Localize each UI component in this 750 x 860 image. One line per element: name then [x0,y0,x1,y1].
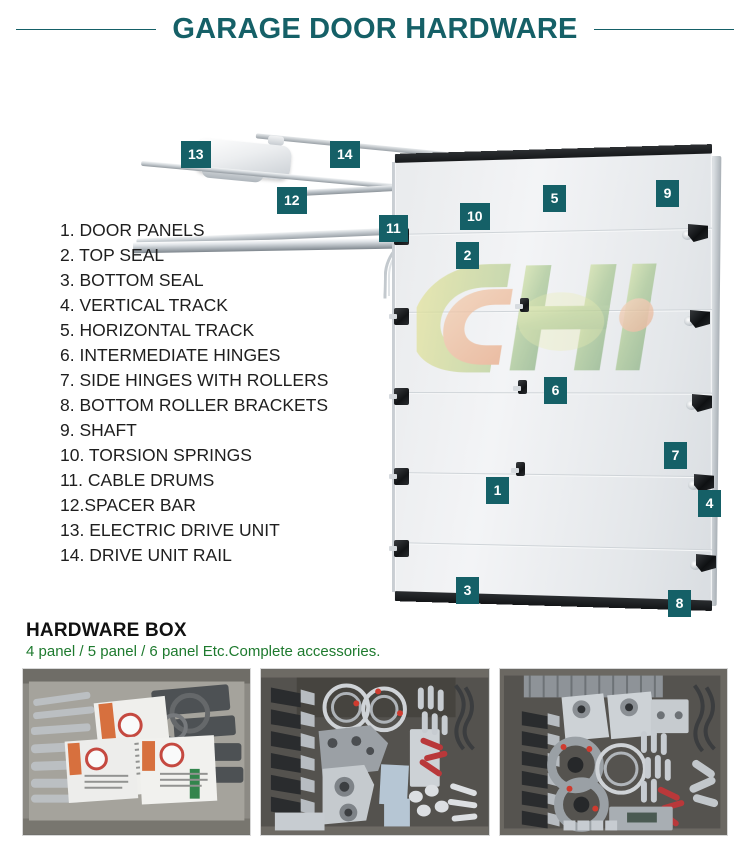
page-title: GARAGE DOOR HARDWARE [172,12,578,45]
chi-watermark [416,253,671,378]
callout-badge-top-seal[interactable]: 2 [456,242,479,269]
legend-item: 1. DOOR PANELS [60,220,205,240]
callout-badge-intermediate-hinges[interactable]: 6 [544,377,567,404]
side-hinge-with-roller-2 [684,310,710,330]
panel-seam-1 [394,227,712,235]
callout-badge-shaft[interactable]: 9 [656,180,679,207]
callout-badge-bottom-roller-brackets[interactable]: 8 [668,590,691,617]
drive-unit-connector [267,135,285,146]
callout-badge-torsion-springs[interactable]: 10 [460,203,490,230]
legend-item: 2. TOP SEAL [60,245,165,265]
hardware-photo-3[interactable] [498,668,728,836]
callout-badge-vertical-track[interactable]: 4 [698,490,721,517]
intermediate-hinge-1 [515,298,529,312]
bottom-roller-bracket-left [389,540,409,557]
bottom-roller-bracket-right [690,554,716,574]
legend-item: 5. HORIZONTAL TRACK [60,320,255,340]
callout-badge-side-hinges-with-rollers[interactable]: 7 [664,442,687,469]
panel-seam-4 [394,472,712,478]
bottom-seal [394,591,712,611]
panel-seam-2 [394,309,712,313]
hardware-photo-1[interactable] [22,668,252,836]
hardware-box-photo-gallery [22,668,728,836]
legend-item: 7. SIDE HINGES WITH ROLLERS [60,370,329,390]
top-seal [394,144,712,163]
side-hinge-with-roller-4 [688,474,714,494]
legend-item: 8. BOTTOM ROLLER BRACKETS [60,395,329,415]
parts-legend-list: 1. DOOR PANELS 2. TOP SEAL 3. BOTTOM SEAL 4… [60,218,390,568]
callout-badge-drive-unit-rail[interactable]: 14 [330,141,360,168]
callout-badge-bottom-seal[interactable]: 3 [456,577,479,604]
parts-legend: 1. DOOR PANELS 2. TOP SEAL 3. BOTTOM SEAL 4… [60,218,390,568]
legend-item: 3. BOTTOM SEAL [60,270,204,290]
side-hinge-left-4 [389,468,409,485]
side-hinge-left-2 [389,308,409,325]
legend-item: 13. ELECTRIC DRIVE UNIT [60,520,280,540]
legend-item: 12.SPACER BAR [60,495,196,515]
hardware-photo-2[interactable] [260,668,490,836]
legend-item: 4. VERTICAL TRACK [60,295,228,315]
side-hinge-with-roller-1 [682,224,708,244]
page-title-bar: GARAGE DOOR HARDWARE [0,8,750,50]
intermediate-hinge-2 [513,380,527,394]
legend-item: 11. CABLE DRUMS [60,470,215,490]
intermediate-hinge-3 [511,462,525,476]
legend-item: 14. DRIVE UNIT RAIL [60,545,232,565]
side-hinge-with-roller-3 [686,394,712,414]
callout-badge-door-panels[interactable]: 1 [486,477,509,504]
side-hinge-left-3 [389,388,409,405]
panel-seam-5 [394,542,712,551]
hardware-box-subtitle: 4 panel / 5 panel / 6 panel Etc.Complete… [26,643,381,660]
callout-badge-spacer-bar[interactable]: 12 [277,187,307,214]
callout-badge-electric-drive-unit[interactable]: 13 [181,141,211,168]
legend-item: 6. INTERMEDIATE HINGES [60,345,281,365]
callout-badge-horizontal-track[interactable]: 5 [543,185,566,212]
legend-item: 10. TORSION SPRINGS [60,445,252,465]
title-rule-left [16,28,157,30]
title-rule-right [593,28,734,30]
callout-badge-cable-drums[interactable]: 11 [379,215,408,242]
hardware-box-title: HARDWARE BOX [26,620,187,641]
legend-item: 9. SHAFT [60,420,137,440]
